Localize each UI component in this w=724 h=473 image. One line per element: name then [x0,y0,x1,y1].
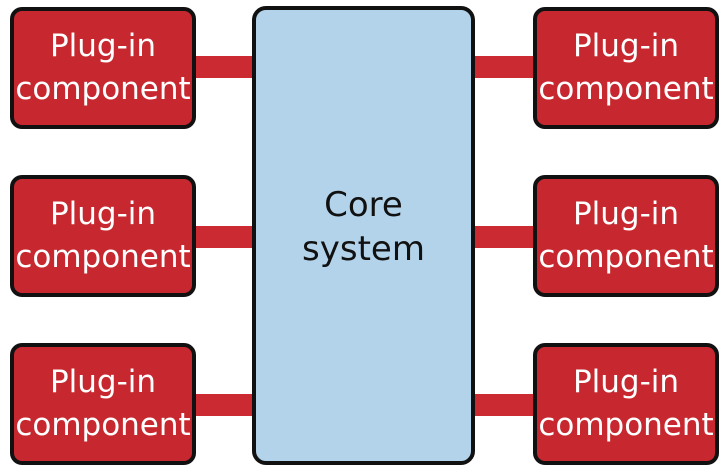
connector-left-1 [194,56,256,78]
connector-right-2 [472,226,536,248]
plugin-component-label: Plug-in component [15,196,191,275]
core-system-label: Core system [302,184,425,269]
plugin-component-right-3: Plug-in component [533,343,719,465]
plugin-component-right-1: Plug-in component [533,7,719,129]
plugin-component-right-2: Plug-in component [533,175,719,297]
core-system-box: Core system [252,6,475,465]
plugin-component-label: Plug-in component [538,196,714,275]
connector-right-3 [472,394,536,416]
plugin-component-label: Plug-in component [538,28,714,107]
connector-left-2 [194,226,256,248]
plugin-component-left-3: Plug-in component [10,343,196,465]
connector-left-3 [194,394,256,416]
plugin-component-left-1: Plug-in component [10,7,196,129]
plugin-component-label: Plug-in component [15,364,191,443]
plugin-component-label: Plug-in component [538,364,714,443]
plugin-component-left-2: Plug-in component [10,175,196,297]
plugin-component-label: Plug-in component [15,28,191,107]
connector-right-1 [472,56,536,78]
